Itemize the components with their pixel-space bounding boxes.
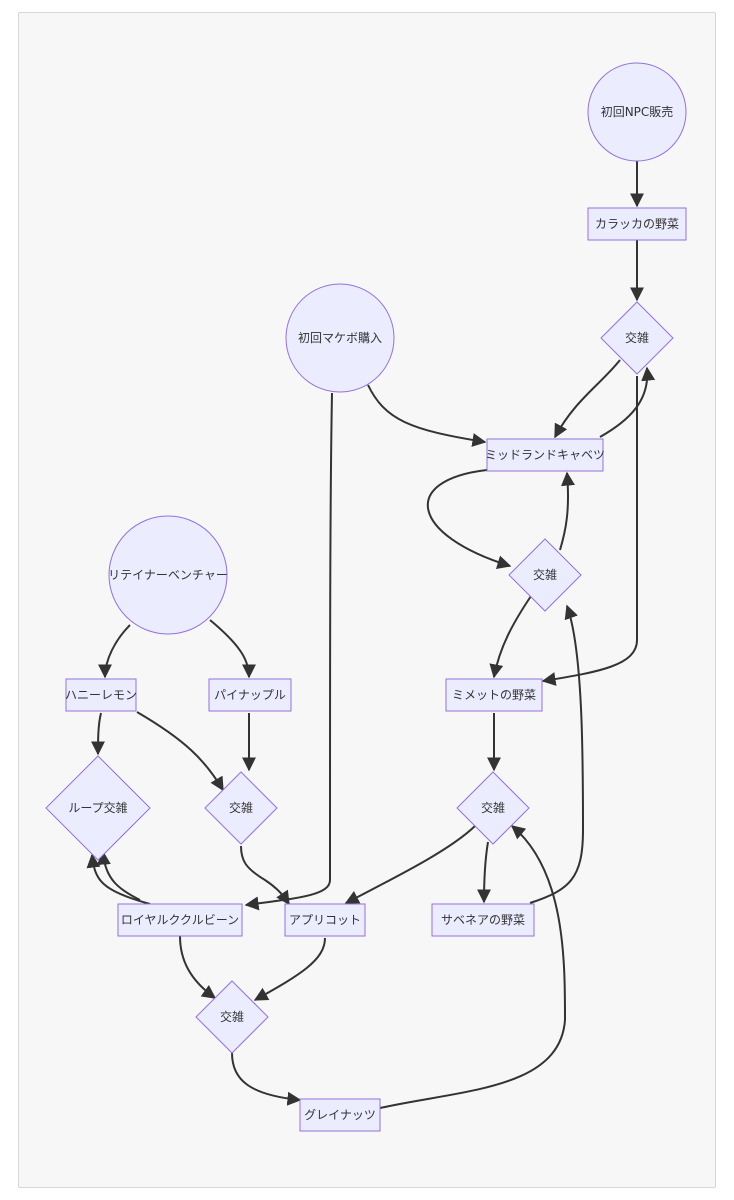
edge-retainer-to-pine: [209, 619, 256, 679]
node-honey-label: ハニーレモン: [65, 688, 137, 702]
edge-cross1-to-mimetto: [541, 376, 638, 686]
node-savenea-shape: [431, 903, 535, 937]
edge-loop-to-royal: [86, 853, 151, 905]
node-apricot-label: アプリコット: [289, 913, 361, 927]
node-loop-label: ループ交雑: [68, 800, 127, 815]
node-retainer-label: リテイナーベンチャー: [108, 568, 228, 582]
node-cross5-label: 交雑: [220, 1009, 244, 1024]
node-mimetto-label: ミメットの野菜: [452, 688, 536, 702]
node-loop-shape: [45, 755, 151, 861]
node-midland-label: ミッドランドキャベツ: [485, 448, 605, 462]
node-midland-shape: [486, 438, 604, 472]
node-karakka-label: カラッカの野菜: [595, 217, 679, 231]
edge-cross4-to-apricot: [344, 825, 476, 904]
nodes-layer: 初回NPC販売カラッカの野菜交雑初回マケボ購入ミッドランドキャベツ交雑リテイナー…: [45, 62, 687, 1132]
node-cross2-label: 交雑: [533, 567, 557, 582]
node-npc[interactable]: 初回NPC販売: [587, 62, 687, 162]
node-cross5[interactable]: 交雑: [195, 980, 269, 1054]
node-retainer-shape: [108, 515, 228, 635]
node-markebo-shape: [285, 283, 395, 393]
node-royal-shape: [117, 903, 243, 937]
node-apricot[interactable]: アプリコット: [284, 903, 366, 937]
node-royal-label: ロイヤルククルビーン: [121, 913, 239, 927]
node-cross4-label: 交雑: [481, 800, 505, 815]
node-cross4[interactable]: 交雑: [456, 771, 530, 845]
edge-cross1-to-midland: [554, 359, 621, 439]
edges-layer: [86, 161, 656, 1109]
node-karakka-shape: [587, 207, 687, 241]
edge-cross5-to-grey: [231, 1052, 302, 1106]
node-apricot-shape: [284, 903, 366, 937]
edge-cross2-to-mimetto: [489, 595, 532, 679]
node-cross1[interactable]: 交雑: [600, 301, 674, 375]
edge-cross3-to-apricot: [240, 845, 290, 906]
node-markebo[interactable]: 初回マケボ購入: [285, 283, 395, 393]
node-honey[interactable]: ハニーレモン: [65, 678, 137, 712]
node-cross3-shape: [204, 771, 278, 845]
node-cross2[interactable]: 交雑: [508, 538, 582, 612]
node-karakka[interactable]: カラッカの野菜: [587, 207, 687, 241]
edge-royal-to-cross5: [179, 935, 217, 999]
node-cross2-shape: [508, 538, 582, 612]
node-mimetto[interactable]: ミメットの野菜: [445, 678, 543, 712]
edge-honey-to-loop: [91, 712, 106, 756]
node-mimetto-shape: [445, 678, 543, 712]
node-honey-shape: [65, 678, 137, 712]
edge-apricot-to-cross5: [253, 937, 326, 1001]
node-grey-shape: [299, 1098, 381, 1132]
node-pine[interactable]: パイナップル: [208, 678, 292, 712]
node-savenea[interactable]: サベネアの野菜: [431, 903, 535, 937]
node-npc-shape: [587, 62, 687, 162]
edge-royal-to-loop: [96, 850, 141, 901]
node-markebo-label: 初回マケボ購入: [298, 331, 382, 345]
node-npc-label: 初回NPC販売: [601, 104, 674, 119]
node-pine-shape: [208, 678, 292, 712]
node-grey-label: グレイナッツ: [304, 1108, 376, 1122]
node-loop[interactable]: ループ交雑: [45, 755, 151, 861]
node-midland[interactable]: ミッドランドキャベツ: [485, 438, 605, 472]
edge-markebo-to-royal: [244, 392, 333, 911]
node-cross1-shape: [600, 301, 674, 375]
node-cross3[interactable]: 交雑: [204, 771, 278, 845]
edge-grey-to-cross4: [379, 825, 567, 1109]
edge-midland-to-cross2: [426, 469, 512, 569]
node-retainer[interactable]: リテイナーベンチャー: [108, 515, 228, 635]
edge-markebo-to-midland: [367, 384, 487, 447]
edge-midland-to-cross1: [599, 366, 656, 438]
node-cross5-shape: [195, 980, 269, 1054]
node-pine-label: パイナップル: [214, 688, 286, 702]
edge-honey-to-cross3: [136, 711, 224, 792]
node-cross3-label: 交雑: [229, 800, 253, 815]
node-savenea-label: サベネアの野菜: [441, 913, 525, 927]
edge-cross2-to-midland: [559, 471, 575, 551]
node-royal[interactable]: ロイヤルククルビーン: [117, 903, 243, 937]
node-cross4-shape: [456, 771, 530, 845]
edge-cross4-to-savenea: [477, 841, 492, 904]
node-cross1-label: 交雑: [625, 330, 649, 345]
node-grey[interactable]: グレイナッツ: [299, 1098, 381, 1132]
edge-savenea-to-cross2: [529, 604, 585, 904]
edge-retainer-to-honey: [98, 624, 131, 679]
